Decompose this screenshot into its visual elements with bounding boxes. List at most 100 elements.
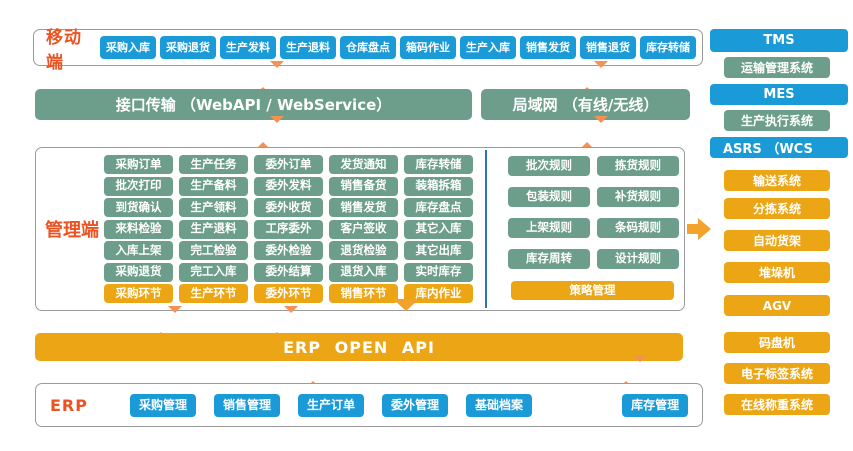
node-production-prepare: 生产备料: [179, 176, 248, 196]
node-customer-sign: 客户签收: [329, 219, 398, 239]
node-completion-inbound: 完工入库: [179, 262, 248, 282]
warehouse-column: 库存转储 装箱拆箱 库存盘点 其它入库 其它出库 实时库存 库内作业: [404, 155, 473, 303]
node-production-picking: 生产领料: [179, 198, 248, 217]
up-arrow-icon: [306, 362, 320, 388]
node-production-return-mgmt: 生产退料: [179, 219, 248, 239]
node-replenish-rule: 补货规则: [597, 187, 679, 207]
outsourcing-column: 委外订单 委外发料 委外收货 工序委外 委外检验 委外结算 委外环节: [254, 155, 323, 303]
node-warehouse-count: 仓库盘点: [340, 36, 396, 59]
node-production-order: 生产订单: [298, 393, 365, 417]
management-process-grid: 采购订单 批次打印 到货确认 来料检验 入库上架 采购退货 采购环节 生产任务 …: [104, 155, 473, 303]
node-stock-transfer-mgmt: 库存转储: [404, 155, 473, 174]
node-production-return: 生产退料: [280, 36, 336, 59]
node-production-inbound: 生产入库: [460, 36, 516, 59]
online-weighing-system-label: 在线称重系统: [724, 394, 830, 415]
transport-mgmt-system-label: 运输管理系统: [724, 57, 830, 78]
lan-bar: 局域网 （有线/无线）: [481, 89, 690, 120]
double-arrow-icon: [256, 61, 284, 94]
outsourcing-stage-label: 委外环节: [254, 284, 323, 303]
node-production-issue: 生产发料: [220, 36, 276, 59]
procurement-stage-label: 采购环节: [104, 284, 173, 303]
node-sales-mgmt: 销售管理: [214, 393, 281, 417]
node-realtime-stock: 实时库存: [404, 262, 473, 282]
production-column: 生产任务 生产备料 生产领料 生产退料 完工检验 完工入库 生产环节: [179, 155, 248, 303]
asrs-wcs-system-label: ASRS （WCS: [710, 137, 848, 158]
node-box-code-job: 箱码作业: [400, 36, 456, 59]
node-putaway: 入库上架: [104, 241, 173, 260]
double-arrow-icon: [580, 116, 608, 149]
sorting-system-label: 分拣系统: [724, 198, 830, 219]
palletizer-label: 码盘机: [724, 332, 830, 353]
section-divider: [485, 150, 487, 308]
stacker-crane-label: 堆垛机: [724, 262, 830, 283]
node-inventory-mgmt: 库存管理: [622, 393, 689, 417]
node-purchase-return-mgmt: 采购退货: [104, 262, 173, 282]
down-arrow-icon: [393, 299, 419, 330]
node-pack-unpack: 装箱拆箱: [404, 176, 473, 196]
node-outsource-receive: 委外收货: [254, 198, 323, 217]
node-return-inbound: 退货入库: [329, 262, 398, 282]
warehouse-stage-label: 库内作业: [404, 284, 473, 303]
tms-system-label: TMS: [710, 29, 848, 52]
node-design-rule: 设计规则: [597, 249, 679, 269]
procurement-column: 采购订单 批次打印 到货确认 来料检验 入库上架 采购退货 采购环节: [104, 155, 173, 303]
double-arrow-icon: [270, 306, 298, 339]
double-arrow-icon: [619, 355, 647, 388]
right-arrow-icon: [687, 218, 711, 240]
management-terminal-label: 管理端: [45, 220, 99, 241]
node-batch-rule: 批次规则: [508, 156, 590, 176]
electronic-label-system-label: 电子标签系统: [724, 363, 830, 384]
node-process-outsource: 工序委外: [254, 219, 323, 239]
node-sales-return: 销售退货: [580, 36, 636, 59]
node-outsource-inspection: 委外检验: [254, 241, 323, 260]
node-batch-print: 批次打印: [104, 176, 173, 196]
node-stock-turnover: 库存周转: [508, 249, 590, 269]
node-production-task: 生产任务: [179, 155, 248, 174]
mobile-terminal-box: 移动端 采购入库 采购退货 生产发料 生产退料 仓库盘点 箱码作业 生产入库 销…: [33, 28, 703, 73]
agv-label: AGV: [724, 295, 830, 316]
node-incoming-inspection: 来料检验: [104, 219, 173, 239]
double-arrow-icon: [154, 306, 182, 339]
sales-stage-label: 销售环节: [329, 284, 398, 303]
node-completion-inspection: 完工检验: [179, 241, 248, 260]
node-stock-transfer: 库存转储: [640, 36, 696, 59]
production-stage-label: 生产环节: [179, 284, 248, 303]
node-packing-rule: 包装规则: [508, 187, 590, 207]
node-stock-count: 库存盘点: [404, 198, 473, 217]
node-purchase-mgmt: 采购管理: [129, 393, 196, 417]
double-arrow-icon: [580, 61, 608, 94]
node-outsource-settle: 委外结算: [254, 262, 323, 282]
node-return-inspection: 退货检验: [329, 241, 398, 260]
strategy-management-label: 策略管理: [511, 281, 674, 300]
node-base-archives: 基础档案: [466, 393, 533, 417]
node-outsource-issue: 委外发料: [254, 176, 323, 196]
node-outsource-mgmt: 委外管理: [382, 393, 449, 417]
erp-label: ERP: [50, 395, 88, 415]
node-other-outbound: 其它出库: [404, 241, 473, 260]
erp-box: ERP 采购管理 销售管理 生产订单 委外管理 基础档案 库存管理: [35, 383, 703, 427]
automatic-rack-label: 自动货架: [724, 230, 830, 251]
interface-transport-bar: 接口传输 （WebAPI / WebService）: [35, 89, 472, 120]
node-purchase-inbound: 采购入库: [100, 36, 156, 59]
node-shipping-notice: 发货通知: [329, 155, 398, 174]
node-purchase-return: 采购退货: [160, 36, 216, 59]
management-terminal-box: 管理端 采购订单 批次打印 到货确认 来料检验 入库上架 采购退货 采购环节 生…: [35, 147, 685, 311]
external-systems-column: TMS 运输管理系统 MES 生产执行系统 ASRS （WCS 输送系统 分拣系…: [710, 29, 848, 445]
erp-open-api-bar: ERP OPEN API: [35, 333, 683, 361]
node-putaway-rule: 上架规则: [508, 218, 590, 238]
node-sales-shipping: 销售发货: [520, 36, 576, 59]
mes-system-label: MES: [710, 84, 848, 105]
mobile-terminal-label: 移动端: [46, 27, 82, 73]
node-purchase-order: 采购订单: [104, 155, 173, 174]
node-picking-rule: 拣货规则: [597, 156, 679, 176]
strategy-rules-grid: 批次规则 拣货规则 包装规则 补货规则 上架规则 条码规则 库存周转 设计规则: [508, 156, 679, 269]
double-arrow-icon: [256, 116, 284, 149]
conveyor-system-label: 输送系统: [724, 170, 830, 191]
node-outsource-order: 委外订单: [254, 155, 323, 174]
node-sales-prepare: 销售备货: [329, 176, 398, 196]
node-sales-shipping-mgmt: 销售发货: [329, 198, 398, 217]
production-execution-system-label: 生产执行系统: [724, 110, 830, 131]
node-other-inbound: 其它入库: [404, 219, 473, 239]
sales-column: 发货通知 销售备货 销售发货 客户签收 退货检验 退货入库 销售环节: [329, 155, 398, 303]
node-barcode-rule: 条码规则: [597, 218, 679, 238]
